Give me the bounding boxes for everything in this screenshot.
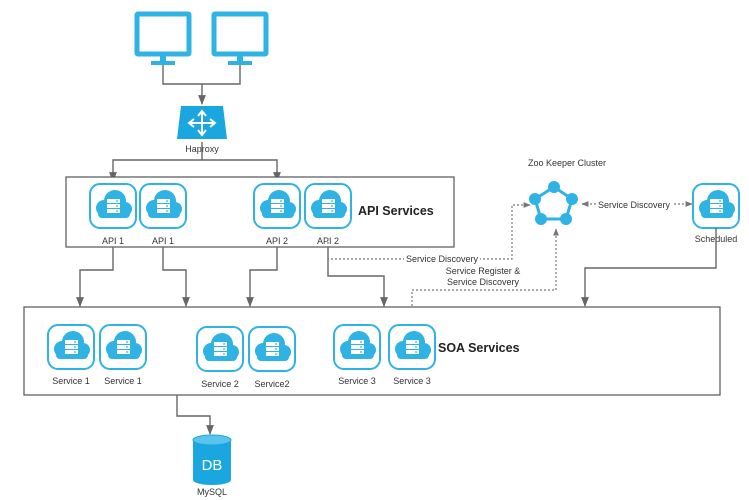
scheduled-to-soa-edge <box>581 228 717 307</box>
api-zk-discovery-label: Service Discovery <box>406 254 479 264</box>
soa-node-4: Service2 <box>248 326 296 389</box>
zookeeper-label: Zoo Keeper Cluster <box>528 158 606 168</box>
soa-node-label: Service 1 <box>104 376 142 386</box>
soa-node-2: Service 1 <box>99 324 147 386</box>
cloud-server-icon <box>253 183 301 229</box>
soa-services-title: SOA Services <box>438 341 520 355</box>
api2-to-soa-edge <box>246 247 278 307</box>
edge-label-bg <box>404 253 480 264</box>
api-node-4: API 2 <box>304 183 352 246</box>
monitor-icon <box>214 14 266 65</box>
soa-node-label: Service 1 <box>52 376 90 386</box>
cloud-server-icon <box>47 324 95 370</box>
cloud-server-icon <box>139 183 187 229</box>
edge-label-bg <box>596 199 672 210</box>
api-node-2: API 1 <box>139 183 187 246</box>
cloud-server-icon <box>99 324 147 370</box>
database-node: DB MySQL <box>192 434 232 497</box>
api1b-to-soa-edge <box>162 247 190 307</box>
api-node-label: API 1 <box>102 236 124 246</box>
api-services-group: API Services API 1 API 1 API 2 API 2 <box>65 176 455 248</box>
db-label: MySQL <box>197 487 227 497</box>
cloud-server-icon <box>196 326 244 372</box>
soa-node-3: Service 2 <box>196 326 244 389</box>
api2b-to-soa-edge <box>327 248 388 307</box>
api-node-label: API 2 <box>317 236 339 246</box>
cloud-server-icon <box>692 183 740 229</box>
api-node-label: API 1 <box>152 236 174 246</box>
cloud-server-icon <box>333 324 381 370</box>
cloud-server-icon <box>248 326 296 372</box>
api-services-title: API Services <box>358 204 434 218</box>
cloud-server-icon <box>89 183 137 229</box>
soa-node-5: Service 3 <box>333 324 381 386</box>
database-icon <box>192 434 232 485</box>
soa-zk-register-edge <box>411 228 559 322</box>
soa-node-label: Service 3 <box>393 376 431 386</box>
zk-scheduled-edge-label: Service Discovery <box>598 200 671 210</box>
api1-to-soa-edge <box>76 247 114 307</box>
api-node-1: API 1 <box>89 183 137 246</box>
edge-label-bg <box>443 265 523 287</box>
cloud-server-icon <box>304 183 352 229</box>
db-icon-text: DB <box>202 457 223 474</box>
api-node-3: API 2 <box>253 183 301 246</box>
zookeeper-node: Zoo Keeper Cluster <box>528 158 606 225</box>
soa-node-1: Service 1 <box>47 324 95 386</box>
monitor-icon <box>137 14 189 65</box>
soa-node-label: Service2 <box>254 379 289 389</box>
api-node-label: API 2 <box>266 236 288 246</box>
cluster-ring-icon <box>529 181 578 225</box>
soa-services-group: SOA Services Service 1 Service 1 Service… <box>23 306 721 396</box>
cloud-server-icon <box>388 324 436 370</box>
soa-to-db-edge <box>176 395 214 435</box>
register-label-line2: Service Discovery <box>447 277 520 287</box>
client-monitor-2 <box>214 14 266 65</box>
client-monitor-1 <box>137 14 189 65</box>
soa-node-label: Service 3 <box>338 376 376 386</box>
api-zk-discovery-edge <box>327 202 531 260</box>
register-label-line1: Service Register & <box>446 266 521 276</box>
client-connector <box>162 65 241 85</box>
haproxy-fanout <box>112 159 278 178</box>
soa-node-6: Service 3 <box>388 324 436 386</box>
soa-node-label: Service 2 <box>201 379 239 389</box>
